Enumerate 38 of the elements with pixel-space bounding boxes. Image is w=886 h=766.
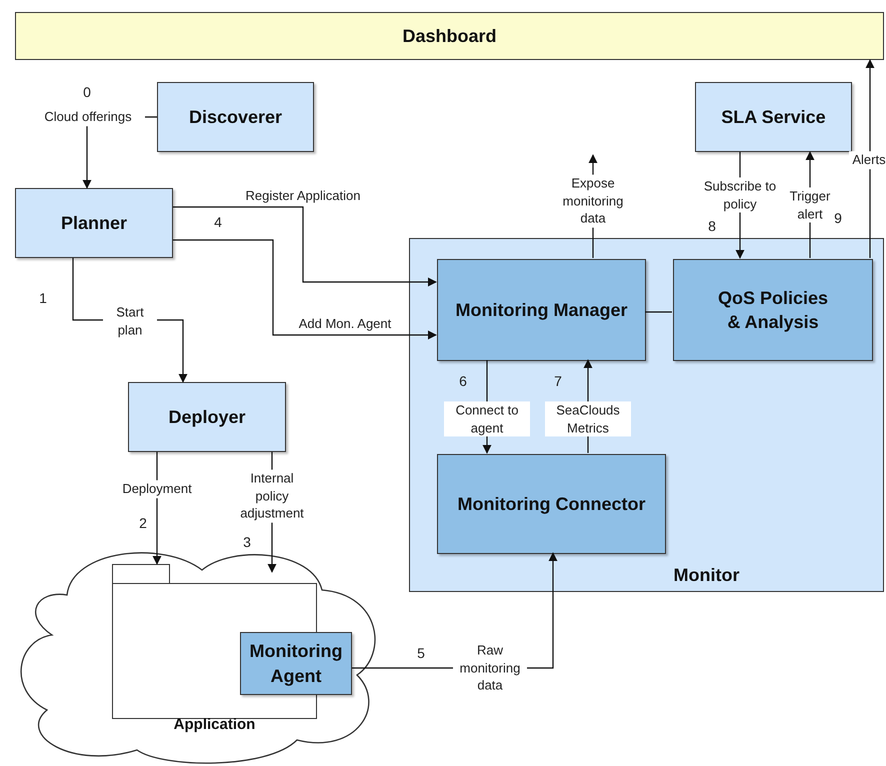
arrow [173,239,437,340]
component-label: SLA Service [721,106,826,129]
component-label: Planner [60,212,128,235]
step-number: 0 [83,84,91,100]
edge-label: Alerts [849,151,886,169]
connector-line [645,311,672,313]
component-box [437,454,666,554]
component-box [437,259,646,361]
edge-label: SeaClouds Metrics [545,401,631,437]
step-number: 9 [834,210,842,226]
step-number: 7 [554,373,562,389]
component-label: Deployer [168,406,246,429]
step-number: 6 [459,373,467,389]
component-box [15,188,173,258]
component-label: Discoverer [188,106,282,129]
step-number: 8 [708,218,716,234]
component-label: Monitoring Manager [456,298,628,322]
component-box [157,82,314,152]
component-box [128,382,286,452]
arrow [173,206,437,286]
component-label: Monitor [674,564,740,587]
component-label: Application [174,714,256,735]
component-box [673,259,873,361]
component-label: Dashboard [402,24,497,48]
component-label: Monitoring Agent [248,640,344,688]
component-label: QoS Policies & Analysis [716,286,830,334]
step-number: 3 [243,534,251,550]
container-box [409,238,884,592]
step-number: 4 [214,214,222,230]
component-label: Monitoring Connector [458,492,646,516]
edge-label: Connect to agent [444,401,530,437]
component-box [240,632,352,695]
step-number: 1 [39,290,47,306]
step-number: 5 [417,645,425,661]
arrow [866,59,874,258]
header-bar [15,12,884,60]
component-box [695,82,852,152]
step-number: 2 [139,515,147,531]
